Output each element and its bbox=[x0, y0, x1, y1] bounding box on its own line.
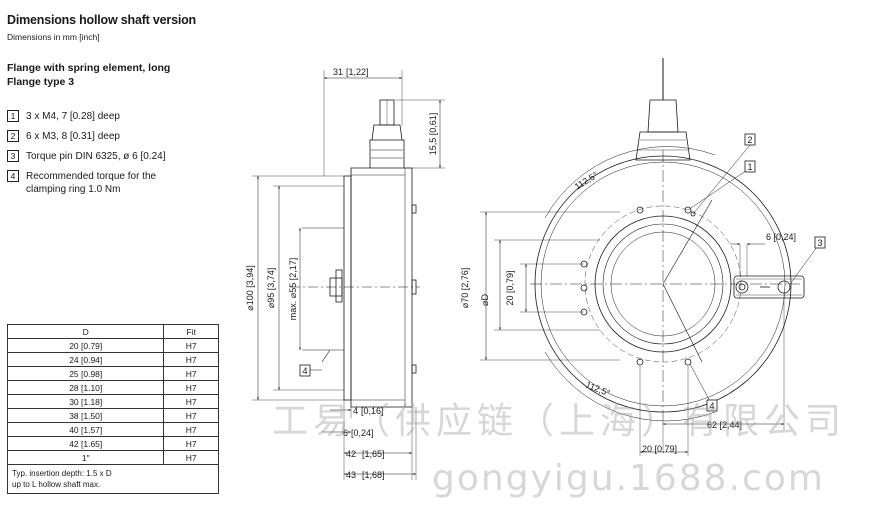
dim-4-in: [0,16] bbox=[361, 406, 384, 416]
watermark-company: 工易（供应链（上海）有限公司 bbox=[272, 401, 847, 442]
front-view bbox=[480, 58, 821, 456]
dim-31-in: [1,22] bbox=[346, 67, 369, 77]
callout-3-label: 3 bbox=[817, 238, 822, 248]
callout-4-front-label: 4 bbox=[709, 401, 714, 411]
dim-31: 31 bbox=[333, 67, 343, 77]
side-flange bbox=[343, 175, 352, 401]
note-number: 3 bbox=[7, 150, 19, 162]
note-text: 6 x M3, 8 [0.31] deep bbox=[26, 131, 120, 142]
dim-42-in: [1,65] bbox=[362, 449, 385, 459]
dim-15-5: 15,5 [0,61] bbox=[428, 113, 438, 156]
cable-gland bbox=[369, 139, 405, 168]
callout-1-label: 1 bbox=[747, 162, 752, 172]
dim-20-bottom: 20 [0,79] bbox=[642, 444, 677, 454]
side-housing bbox=[350, 167, 413, 408]
note-text: Recommended torque for the clamping ring… bbox=[26, 171, 157, 195]
dim-6-in: [0,24] bbox=[351, 428, 374, 438]
footnote-line2: up to L hollow shaft max. bbox=[12, 480, 101, 489]
angle-arc-bottom bbox=[544, 351, 716, 422]
table-row: 42 [1.65]H7 bbox=[6, 436, 219, 451]
dim-d100: ⌀100 [3,94] bbox=[245, 265, 255, 310]
note-text: 3 x M4, 7 [0.28] deep bbox=[26, 111, 120, 122]
callout-3: 3 bbox=[814, 236, 826, 249]
note-text: Torque pin DIN 6325, ø 6 [0.24] bbox=[26, 151, 166, 162]
note-item: 3 Torque pin DIN 6325, ø 6 [0.24] bbox=[7, 150, 222, 163]
callout-4-front: 4 bbox=[706, 399, 718, 412]
table-footnote: Typ. insertion depth: 1.5 x D up to L ho… bbox=[7, 464, 219, 494]
side-view bbox=[252, 70, 445, 480]
dim-6: 6 bbox=[343, 428, 348, 438]
table-row: 38 [1.50]H7 bbox=[6, 408, 219, 423]
page-title: Dimensions hollow shaft version bbox=[7, 13, 196, 27]
note-number: 4 bbox=[7, 170, 19, 182]
flange-heading: Flange with spring element, long Flange … bbox=[7, 61, 207, 89]
dim-43-in: [1,68] bbox=[362, 470, 385, 480]
dim-D: ⌀D bbox=[480, 294, 490, 306]
note-number: 2 bbox=[7, 130, 19, 142]
page-subtitle: Dimensions in mm [inch] bbox=[7, 32, 100, 42]
note-item: 4 Recommended torque for the clamping ri… bbox=[7, 170, 222, 196]
note-item: 2 6 x M3, 8 [0.31] deep bbox=[7, 130, 222, 143]
flange-heading-line1: Flange with spring element, long bbox=[7, 62, 171, 74]
angle-top-label: 112,5° bbox=[573, 170, 600, 192]
table-footnote-row: Typ. insertion depth: 1.5 x D up to L ho… bbox=[7, 464, 219, 494]
side-view-labels: 31 [1,22] 15,5 [0,61] ⌀100 [3,94] ⌀95 [3… bbox=[245, 67, 438, 480]
dim-4: 4 bbox=[353, 406, 358, 416]
notes-list: 1 3 x M4, 7 [0.28] deep 2 6 x M3, 8 [0.3… bbox=[7, 110, 222, 203]
table-row: 24 [0.94]H7 bbox=[6, 352, 219, 367]
watermark-url: gongyigu.1688.com bbox=[432, 458, 825, 499]
angle-arc-top bbox=[544, 146, 716, 219]
callout-2: 2 bbox=[744, 133, 756, 146]
dim-42: 42 bbox=[346, 449, 356, 459]
callout-4: 4 bbox=[299, 364, 311, 377]
note-item: 1 3 x M4, 7 [0.28] deep bbox=[7, 110, 222, 123]
flange-heading-line2: Flange type 3 bbox=[7, 76, 75, 88]
callout-1: 1 bbox=[744, 160, 756, 173]
torque-pin-bar bbox=[733, 275, 805, 299]
fit-table: D Fit 20 [0.79]H7 24 [0.94]H7 25 [0.98]H… bbox=[6, 324, 219, 494]
callout-4-label: 4 bbox=[302, 366, 307, 376]
dim-43: 43 bbox=[346, 470, 356, 480]
dim-d55: max. ⌀55 [2,17] bbox=[288, 258, 298, 320]
dim-d95: ⌀95 [3,74] bbox=[266, 268, 276, 308]
dim-6-pin: 6 [0,24] bbox=[766, 232, 796, 242]
footnote-line1: Typ. insertion depth: 1.5 x D bbox=[12, 469, 112, 478]
table-header-row: D Fit bbox=[6, 324, 219, 339]
dim-20-left: 20 [0,79] bbox=[505, 270, 515, 305]
front-cable-gland bbox=[635, 131, 691, 161]
callout-2-label: 2 bbox=[747, 135, 752, 145]
note-number: 1 bbox=[7, 110, 19, 122]
dim-62: 62 [2,44] bbox=[707, 420, 742, 430]
dim-d70: ⌀70 [2,76] bbox=[460, 268, 470, 308]
